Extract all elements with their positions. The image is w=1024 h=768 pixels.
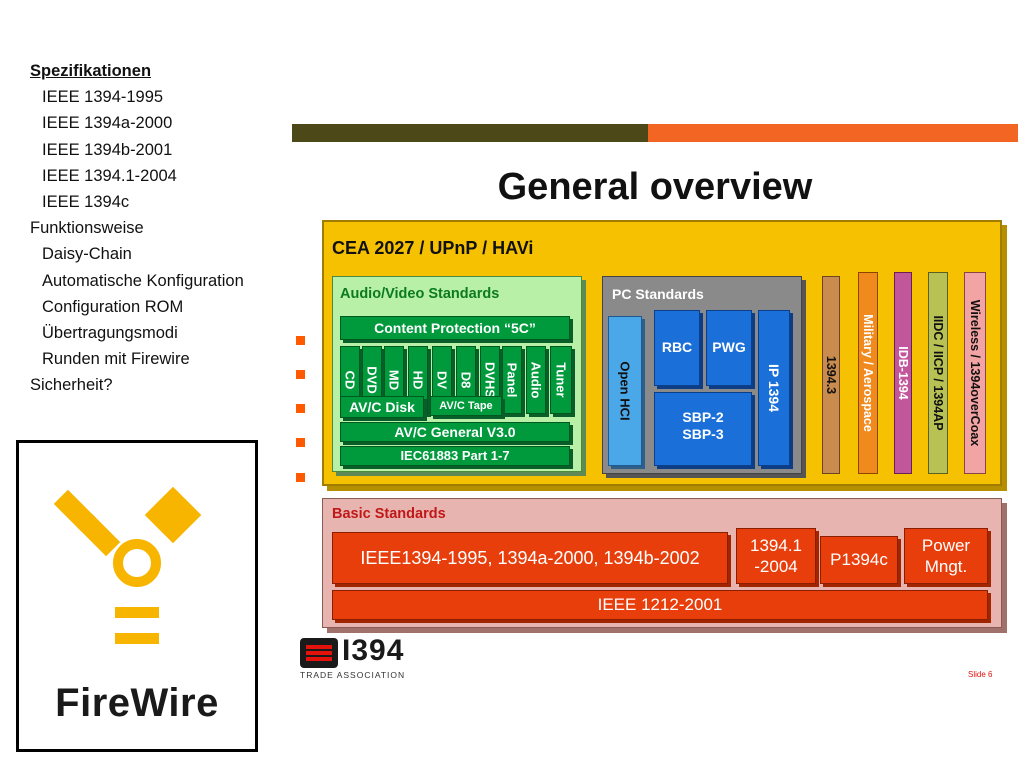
iec61883-box: IEC61883 Part 1-7	[340, 446, 570, 466]
r1394-1-label-b: -2004	[754, 557, 798, 576]
ip1394-box: IP 1394	[758, 310, 790, 466]
bullet-icon	[296, 336, 305, 345]
cea-label: CEA 2027 / UPnP / HAVi	[332, 238, 534, 258]
security-item: Sicherheit?	[30, 376, 113, 395]
slide-top-bar-orange	[648, 124, 1018, 142]
format-box: Panel	[502, 346, 522, 414]
vertical-bar-military: Military / Aerospace	[858, 272, 878, 474]
power-label-b: Mngt.	[924, 557, 968, 576]
spec-heading: Spezifikationen	[30, 62, 152, 80]
overview-slide: General overview CEA 2027 / UPnP / HAVi …	[292, 124, 1018, 684]
slide-number: Slide 6	[968, 670, 993, 679]
bullet-icon	[296, 438, 305, 447]
slide-title: General overview	[497, 166, 813, 208]
function-item: Automatische Konfiguration	[42, 271, 244, 290]
vertical-bar-idb: IDB-1394	[894, 272, 912, 474]
spec-item: IEEE 1394a-2000	[42, 114, 173, 133]
trade-logo-text: I394	[342, 634, 405, 667]
ieee1212-box: IEEE 1212-2001	[332, 590, 988, 620]
pc-label: PC Standards	[612, 286, 704, 302]
avc-general-box: AV/C General V3.0	[340, 422, 570, 442]
bullet-icon	[296, 370, 305, 379]
slide-top-bar-dark	[292, 124, 648, 142]
avc-disk-box: AV/C Disk	[340, 396, 424, 418]
bullet-icon	[296, 473, 305, 482]
spec-item: IEEE 1394.1-2004	[42, 166, 177, 185]
spec-item: IEEE 1394b-2001	[42, 140, 173, 159]
content-protection-box: Content Protection “5C”	[340, 316, 570, 340]
function-item: Configuration ROM	[42, 297, 184, 316]
trade-association-text: TRADE ASSOCIATION	[300, 670, 406, 680]
open-hci-box: Open HCI	[608, 316, 642, 466]
trade-association-logo-icon	[300, 638, 338, 668]
rbc-box: RBC	[654, 310, 700, 386]
spec-item: IEEE 1394-1995	[42, 88, 164, 107]
function-item: Daisy-Chain	[42, 245, 132, 264]
ieee1394-main-box: IEEE1394-1995, 1394a-2000, 1394b-2002	[332, 532, 728, 584]
avc-tape-box: AV/C Tape	[430, 396, 502, 416]
power-mngt-box: Power Mngt.	[904, 528, 988, 584]
r1394-1-label-a: 1394.1	[750, 536, 802, 555]
vertical-bar-wireless: Wireless / 1394overCoax	[964, 272, 986, 474]
vertical-bar-iidc: IIDC / IICP / 1394AP	[928, 272, 948, 474]
power-label-a: Power	[921, 536, 971, 555]
format-box: Tuner	[550, 346, 572, 414]
firewire-logo: FireWire	[16, 440, 258, 752]
function-item: Übertragungsmodi	[42, 324, 178, 343]
sbp-box: SBP-2 SBP-3	[654, 392, 752, 466]
av-label: Audio/Video Standards	[340, 286, 500, 302]
bullet-icon	[296, 404, 305, 413]
spec-item: IEEE 1394c	[42, 193, 130, 212]
sbp-3-label: SBP-3	[682, 426, 724, 442]
r1394-1-box: 1394.1 -2004	[736, 528, 816, 584]
spec-list: Spezifikationen IEEE 1394-1995 IEEE 1394…	[30, 58, 244, 399]
firewire-logo-text: FireWire	[55, 681, 219, 725]
firewire-logo-icon	[53, 486, 202, 644]
vertical-bar-1394-3: 1394.3	[822, 276, 840, 474]
pwg-box: PWG	[706, 310, 752, 386]
function-item: Runden mit Firewire	[42, 350, 190, 369]
p1394c-box: P1394c	[820, 536, 898, 584]
function-heading: Funktionsweise	[30, 219, 144, 238]
sbp-2-label: SBP-2	[682, 409, 724, 425]
basic-label: Basic Standards	[332, 506, 446, 522]
format-box: Audio	[526, 346, 546, 414]
